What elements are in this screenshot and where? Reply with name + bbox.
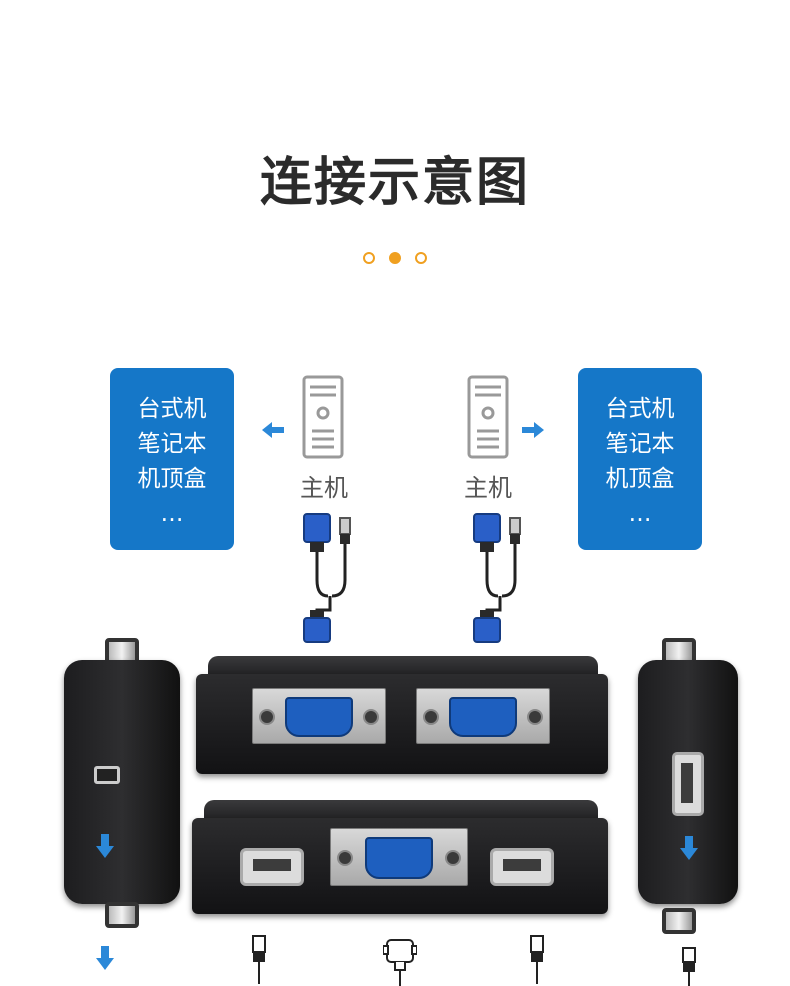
vga-cable-icon [383, 939, 417, 986]
usb-a-port-1[interactable] [240, 848, 304, 886]
arrow-down-icon [96, 946, 114, 970]
right-device-box: 台式机 笔记本 机顶盒 … [578, 368, 702, 550]
pager-dot-2[interactable] [389, 252, 401, 264]
vga-output-plate [330, 828, 468, 886]
arrow-down-icon [96, 834, 114, 858]
host-right-label: 主机 [464, 474, 512, 502]
side-knob-icon [662, 908, 696, 934]
left-device-line-2: 笔记本 [137, 431, 207, 457]
pager-dot-3[interactable] [415, 252, 427, 264]
arrow-right-icon [522, 422, 544, 438]
pager-dot-1[interactable] [363, 252, 375, 264]
pager-dots [0, 252, 790, 264]
usb-cable-icon [682, 947, 696, 986]
computer-tower-icon [302, 375, 344, 459]
usb-a-port-2[interactable] [490, 848, 554, 886]
kvm-unit-inputs [196, 674, 608, 774]
kvm-side-right [638, 660, 738, 904]
vga-usb-cable-icon [303, 513, 351, 643]
left-device-line-1: 台式机 [137, 396, 207, 422]
usb-cable-icon [530, 935, 544, 984]
host-left-label: 主机 [300, 474, 348, 502]
screw-icon [337, 850, 353, 866]
kvm-unit-top-lid [208, 656, 598, 678]
vga-port-plate-2 [416, 688, 550, 744]
usb-cable-icon [252, 935, 266, 984]
page-title: 连接示意图 [259, 153, 530, 213]
right-device-line-4: … [628, 501, 652, 527]
computer-tower-icon [467, 375, 509, 459]
side-knob-icon [105, 638, 139, 664]
kvm-side-left [64, 660, 180, 904]
kvm-unit-outputs [192, 818, 608, 914]
screw-icon [527, 709, 543, 725]
vga-port-2[interactable] [449, 697, 517, 737]
right-device-line-3: 机顶盒 [605, 466, 675, 492]
screw-icon [445, 850, 461, 866]
left-device-line-4: … [160, 501, 184, 527]
side-knob-icon [105, 902, 139, 928]
right-device-line-2: 笔记本 [605, 431, 675, 457]
screw-icon [363, 709, 379, 725]
arrow-down-icon [680, 836, 698, 860]
usb-a-vertical-port[interactable] [672, 752, 704, 816]
kvm-unit-bottom-lid [204, 800, 598, 822]
vga-port-1[interactable] [285, 697, 353, 737]
right-device-line-1: 台式机 [605, 396, 675, 422]
mini-usb-port[interactable] [94, 766, 120, 784]
vga-usb-cable-icon [473, 513, 521, 643]
screw-icon [423, 709, 439, 725]
left-device-line-3: 机顶盒 [137, 466, 207, 492]
vga-port-plate-1 [252, 688, 386, 744]
left-device-box: 台式机 笔记本 机顶盒 … [110, 368, 234, 550]
vga-output-port[interactable] [365, 837, 433, 879]
screw-icon [259, 709, 275, 725]
arrow-left-icon [262, 422, 284, 438]
